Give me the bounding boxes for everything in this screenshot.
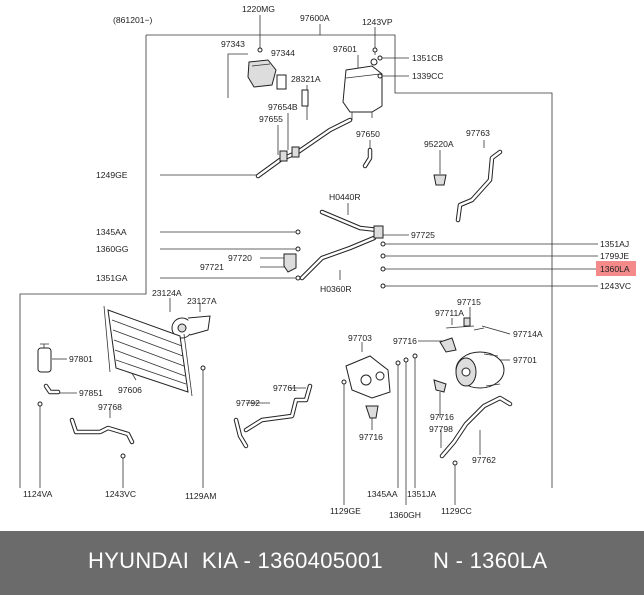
callout-97716-upper: 97716 xyxy=(393,336,417,346)
callout-1129AM: 1129AM xyxy=(185,491,216,501)
callout-97721: 97721 xyxy=(200,262,224,272)
callout-97798: 97798 xyxy=(429,424,453,434)
callout-97763: 97763 xyxy=(466,128,490,138)
callout-97650: 97650 xyxy=(356,129,380,139)
callout-1345AA-lower: 1345AA xyxy=(367,489,398,499)
callout-97600A: 97600A xyxy=(300,13,330,23)
pipe-97761 xyxy=(243,383,313,433)
callout-1220MG: 1220MG xyxy=(242,4,275,14)
callout-97606: 97606 xyxy=(118,385,142,395)
callout-97701: 97701 xyxy=(513,355,537,365)
callout-1339CC: 1339CC xyxy=(412,71,444,81)
callout-97792: 97792 xyxy=(236,398,260,408)
hose-97763 xyxy=(455,149,503,223)
compressor-bracket-97703 xyxy=(345,355,391,399)
callout-97344: 97344 xyxy=(271,48,295,58)
reservoir-tank-97601 xyxy=(342,58,383,120)
callout-97761: 97761 xyxy=(273,383,297,393)
callout-1351JA: 1351JA xyxy=(407,489,436,499)
callout-97762: 97762 xyxy=(472,455,496,465)
ref-code-label: (861201−) xyxy=(113,15,153,25)
assembly-frame-outline xyxy=(19,34,553,488)
callout-97720: 97720 xyxy=(228,253,252,263)
pipe-97768 xyxy=(69,417,135,445)
callout-1799JE: 1799JE xyxy=(600,251,629,261)
bolts xyxy=(37,47,458,466)
ac-parts-diagram: (861201−) 1220MG 97600A 1243VP 97343 973… xyxy=(19,4,636,520)
callout-28321A: 28321A xyxy=(291,74,321,84)
callout-H0440R: H0440R xyxy=(329,192,361,202)
callout-23127A: 23127A xyxy=(187,296,217,306)
clutch-parts-97711A xyxy=(445,317,485,331)
callout-97601: 97601 xyxy=(333,44,357,54)
part-number-footer: HYUNDAI KIA - 1360405001 N - 1360LA xyxy=(0,531,644,595)
pipe-97650 xyxy=(362,147,373,169)
callout-97851: 97851 xyxy=(79,388,103,398)
receiver-dryer-97801 xyxy=(37,343,52,373)
callout-97801: 97801 xyxy=(69,354,93,364)
bracket-97720 xyxy=(283,253,297,273)
resistor-box-97343 xyxy=(247,59,277,88)
brand-part-number: HYUNDAI KIA - 1360405001 xyxy=(88,548,383,573)
bracket-97716-a xyxy=(439,337,457,353)
callout-97768: 97768 xyxy=(98,402,122,412)
pipes-H0440R-H0360R xyxy=(299,209,384,281)
pressure-switch-95220A xyxy=(433,174,447,186)
fitting-97851 xyxy=(43,383,61,395)
compressor-97701 xyxy=(455,351,505,389)
callout-1360GH: 1360GH xyxy=(389,510,421,520)
callout-97716-middle: 97716 xyxy=(359,432,383,442)
callout-1124VA: 1124VA xyxy=(23,489,53,499)
callout-23124A: 23124A xyxy=(152,288,182,298)
pulley-23124A xyxy=(171,315,211,339)
callout-1243VP: 1243VP xyxy=(362,17,393,27)
sensor-97344 xyxy=(276,74,287,90)
bracket-28321A xyxy=(301,89,309,107)
callout-97343: 97343 xyxy=(221,39,245,49)
bracket-97716-c xyxy=(433,379,447,393)
callout-1129GE: 1129GE xyxy=(330,506,361,516)
callout-97654B: 97654B xyxy=(268,102,298,112)
pipe-97792 xyxy=(233,417,249,449)
bracket-97716-b xyxy=(365,405,379,419)
callout-95220A: 95220A xyxy=(424,139,454,149)
callout-97703: 97703 xyxy=(348,333,372,343)
callout-H0360R: H0360R xyxy=(320,284,352,294)
callout-1345AA-upper: 1345AA xyxy=(96,227,127,237)
callout-1360LA-highlighted: 1360LA xyxy=(600,264,630,274)
callout-1351GA: 1351GA xyxy=(96,273,128,283)
hose-97762 xyxy=(439,395,513,459)
callout-97716-lower: 97716 xyxy=(430,412,454,422)
condenser-97606 xyxy=(103,305,193,397)
hose-97655 xyxy=(255,117,353,179)
callout-97715: 97715 xyxy=(457,297,481,307)
callout-97714A: 97714A xyxy=(513,329,543,339)
callout-1129CC: 1129CC xyxy=(441,506,472,516)
callout-1243VC-lower: 1243VC xyxy=(105,489,136,499)
callout-1243VC-right: 1243VC xyxy=(600,281,631,291)
callout-97711A: 97711A xyxy=(435,308,464,318)
diagram-reference-number: N - 1360LA xyxy=(433,548,548,573)
part-highlight-box xyxy=(596,261,636,276)
callout-1360GG: 1360GG xyxy=(96,244,129,254)
callout-1351CB: 1351CB xyxy=(412,53,443,63)
callout-1351AJ: 1351AJ xyxy=(600,239,629,249)
callout-97725: 97725 xyxy=(411,230,435,240)
callout-1249GE: 1249GE xyxy=(96,170,128,180)
callout-97655: 97655 xyxy=(259,114,283,124)
